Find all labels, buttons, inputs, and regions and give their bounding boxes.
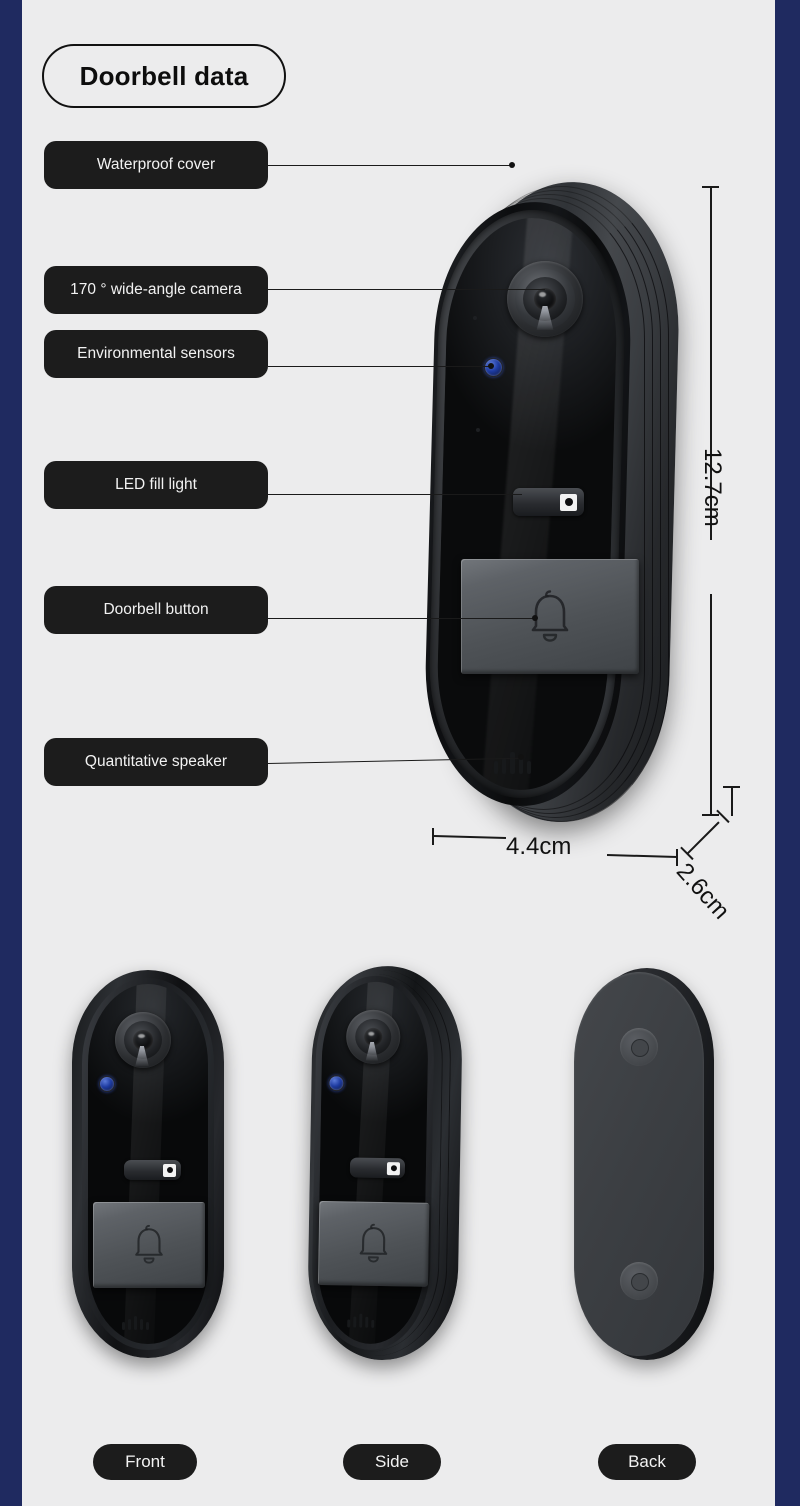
back-view-mount-hole-top-inner bbox=[631, 1039, 649, 1057]
feature-label-text: LED fill light bbox=[115, 476, 197, 493]
bell-icon bbox=[135, 1224, 163, 1264]
front-view-led-fill-light bbox=[124, 1160, 181, 1180]
view-label-side[interactable]: Side bbox=[343, 1444, 441, 1480]
dim-width-tick-right bbox=[676, 849, 678, 866]
view-label-front[interactable]: Front bbox=[93, 1444, 197, 1480]
front-view-fill-chip bbox=[163, 1163, 176, 1177]
connector-environmental-sensors bbox=[268, 366, 491, 368]
side-view-speaker-grille bbox=[347, 1313, 375, 1328]
dim-height-label: 12.7cm bbox=[699, 448, 726, 527]
connector-dot-doorbell-button bbox=[532, 615, 538, 621]
side-view-doorbell-button[interactable] bbox=[317, 1200, 430, 1287]
view-label-text: Back bbox=[628, 1452, 666, 1471]
feature-label-text: Quantitative speaker bbox=[84, 753, 228, 770]
doorbell-side-view bbox=[289, 964, 476, 1365]
dim-height-line-lower bbox=[710, 594, 712, 816]
feature-label-wide-angle-camera[interactable]: 170 ° wide-angle camera bbox=[44, 266, 268, 314]
connector-doorbell-button bbox=[268, 618, 535, 620]
dim-depth-tick-top bbox=[723, 786, 740, 788]
page-title-text: Doorbell data bbox=[79, 60, 249, 91]
bell-icon bbox=[531, 589, 569, 642]
page-title: Doorbell data bbox=[42, 44, 286, 108]
connector-dot-quantitative-speaker bbox=[518, 754, 524, 760]
doorbell-back-view bbox=[570, 966, 730, 1362]
feature-label-text: Environmental sensors bbox=[77, 345, 235, 362]
dim-width-label: 4.4cm bbox=[506, 833, 572, 860]
connector-led-fill-light bbox=[268, 494, 522, 496]
microphone-hole-lower bbox=[476, 428, 480, 432]
dim-width-line-right bbox=[606, 854, 678, 858]
dim-width-tick-left bbox=[432, 828, 434, 845]
feature-label-quantitative-speaker[interactable]: Quantitative speaker bbox=[44, 738, 268, 786]
front-view-camera-glint bbox=[138, 1034, 145, 1038]
back-view-mount-hole-bottom-inner bbox=[631, 1273, 649, 1291]
doorbell-main-illustration bbox=[420, 176, 692, 828]
feature-label-text: Doorbell button bbox=[103, 601, 209, 618]
infographic-canvas: Doorbell data bbox=[22, 0, 775, 1506]
feature-label-waterproof-cover[interactable]: Waterproof cover bbox=[44, 141, 268, 189]
led-fill-light bbox=[513, 488, 584, 516]
connector-dot-environmental-sensors bbox=[488, 363, 494, 369]
view-label-back[interactable]: Back bbox=[598, 1444, 696, 1480]
led-fill-light-chip bbox=[560, 493, 577, 511]
side-view-camera-glint bbox=[368, 1031, 375, 1036]
connector-waterproof-cover bbox=[268, 165, 512, 167]
doorbell-front-view bbox=[62, 970, 232, 1360]
quantitative-speaker-grille bbox=[494, 752, 531, 774]
view-label-text: Side bbox=[374, 1452, 410, 1471]
side-view-led-fill-light bbox=[349, 1157, 406, 1179]
connector-dot-waterproof-cover bbox=[509, 162, 515, 168]
front-view-sensor-led bbox=[99, 1076, 115, 1092]
dim-height-line-upper bbox=[710, 186, 712, 540]
doorbell-button-face[interactable] bbox=[461, 559, 639, 674]
front-view-speaker-grille bbox=[122, 1316, 149, 1330]
view-label-text: Front bbox=[125, 1452, 165, 1471]
feature-label-led-fill-light[interactable]: LED fill light bbox=[44, 461, 268, 509]
dim-height-tick-bottom bbox=[702, 814, 719, 816]
side-view-fill-chip bbox=[386, 1161, 401, 1175]
feature-label-text: 170 ° wide-angle camera bbox=[70, 281, 242, 298]
back-view-mount-hole-bottom bbox=[620, 1262, 658, 1300]
dim-height-tick-top bbox=[702, 186, 719, 188]
front-view-doorbell-button[interactable] bbox=[93, 1202, 205, 1288]
feature-label-doorbell-button[interactable]: Doorbell button bbox=[44, 586, 268, 634]
feature-label-text: Waterproof cover bbox=[96, 156, 216, 173]
microphone-hole-upper bbox=[473, 316, 477, 320]
feature-label-environmental-sensors[interactable]: Environmental sensors bbox=[44, 330, 268, 378]
camera-glint bbox=[539, 292, 546, 297]
bell-icon bbox=[359, 1223, 388, 1263]
back-view-mount-hole-top bbox=[620, 1028, 658, 1066]
dim-depth-guide bbox=[731, 786, 733, 816]
dim-width-line-left bbox=[433, 834, 507, 839]
dim-depth-label: 2.6cm bbox=[670, 858, 735, 925]
connector-wide-angle-camera bbox=[268, 289, 545, 291]
